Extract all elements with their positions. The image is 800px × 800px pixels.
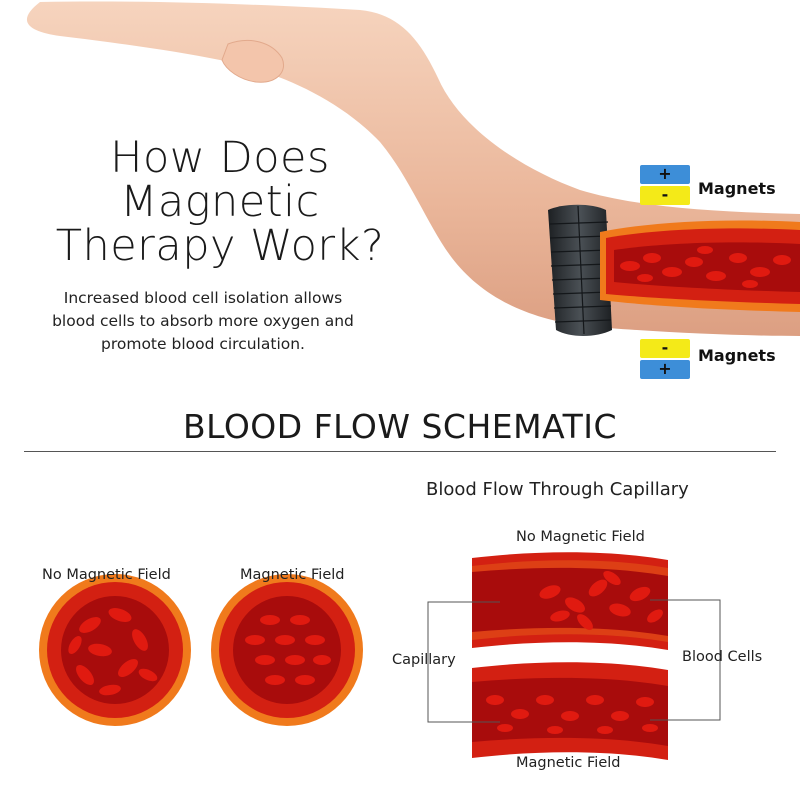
capillary-bottom-label: Magnetic Field [516, 755, 621, 771]
top-magnet-plus-badge: + [640, 165, 690, 184]
title-line-2: Magnetic [120, 177, 320, 227]
description-line-1: Increased blood cell isolation allows [63, 289, 343, 307]
description-line-3: promote blood circulation. [101, 335, 305, 353]
capillary-top-label: No Magnetic Field [516, 529, 645, 545]
bottom-magnet-minus-badge: - [640, 339, 690, 358]
title-line-1: How Does [110, 133, 330, 183]
description: Increased blood cell isolation allows bl… [18, 287, 388, 356]
magnetic-bracelet-icon [548, 204, 612, 336]
blood-cells-callout-label: Blood Cells [682, 649, 763, 665]
cross-section-magnetic-field-icon [211, 574, 363, 726]
capillary-diagram-title: Blood Flow Through Capillary [426, 479, 689, 500]
capillary-callout-bracket [427, 601, 500, 723]
top-magnet-minus-badge: - [640, 186, 690, 205]
top-magnets-label: Magnets [698, 179, 776, 198]
cross-section-right-label: Magnetic Field [240, 567, 345, 583]
arm-blood-vessel-icon [600, 220, 800, 312]
description-line-2: blood cells to absorb more oxygen and [52, 312, 354, 330]
main-title: How Does Magnetic Therapy Work? [40, 136, 400, 268]
cross-section-no-field-icon [39, 574, 191, 726]
bottom-magnets-label: Magnets [698, 346, 776, 365]
bottom-magnet-plus-badge: + [640, 360, 690, 379]
title-line-3: Therapy Work? [55, 221, 385, 271]
capillary-callout-label: Capillary [392, 652, 456, 668]
thumb-illustration [221, 40, 284, 83]
capillary-magnetic-field-icon [472, 662, 668, 760]
section-divider [24, 451, 776, 452]
section-heading: BLOOD FLOW SCHEMATIC [182, 407, 618, 446]
blood-cells-callout-bracket [650, 599, 721, 721]
cross-section-left-label: No Magnetic Field [42, 567, 171, 583]
capillary-no-field-icon [472, 552, 668, 650]
